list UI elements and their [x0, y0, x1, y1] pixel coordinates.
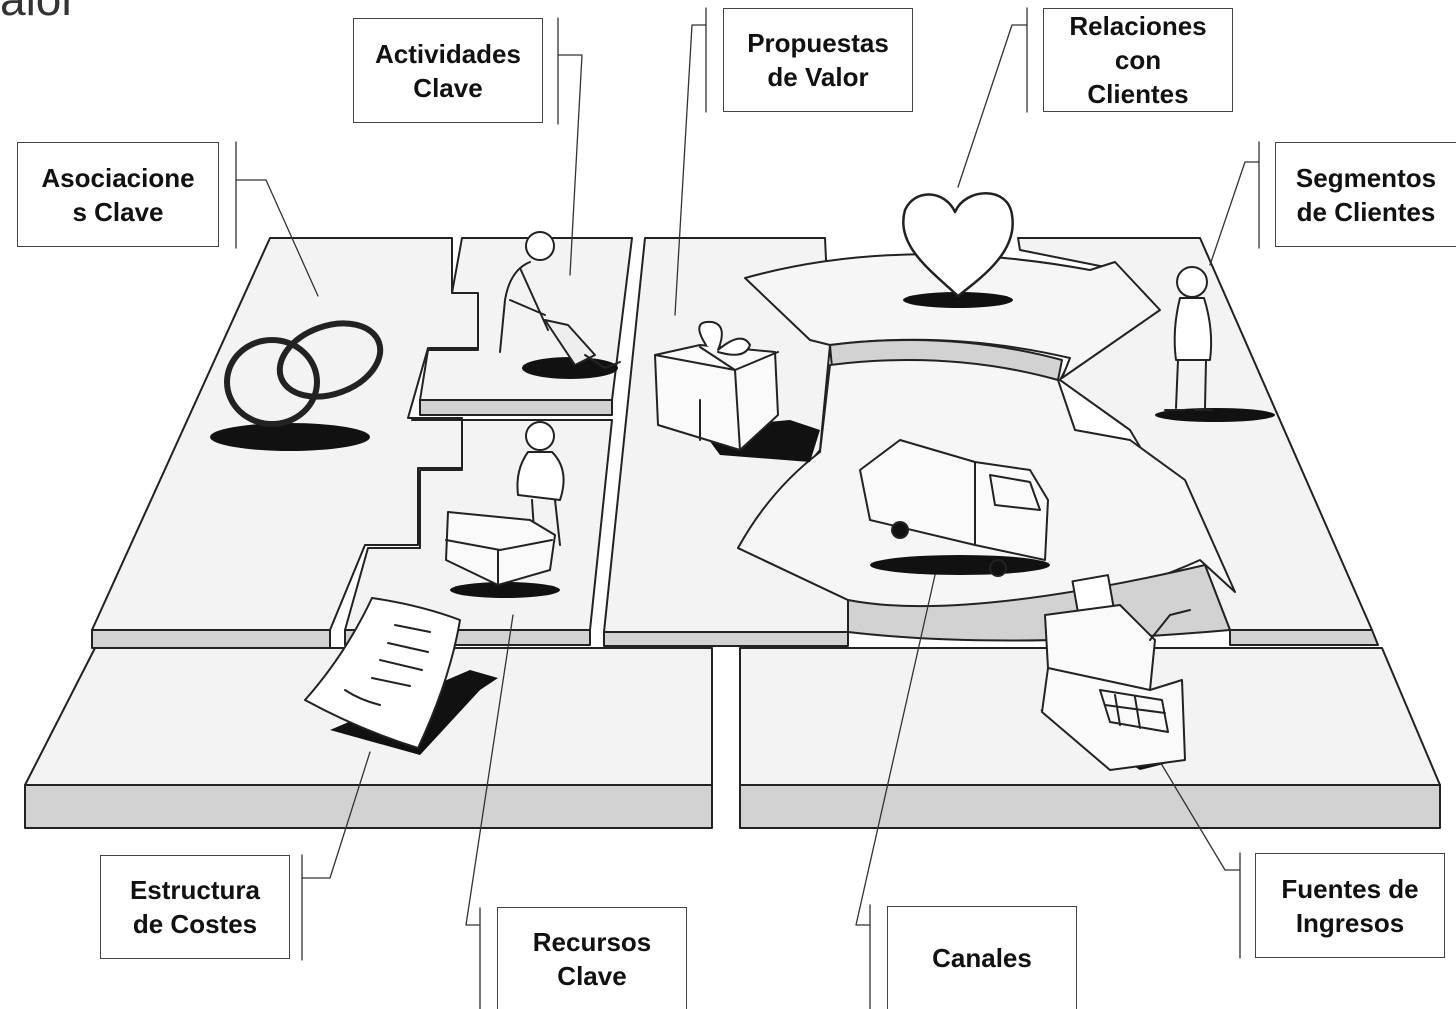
digging-person-icon	[499, 231, 621, 379]
customer-relationships-label: Relaciones con Clientes	[1043, 8, 1233, 112]
person-with-box-icon	[445, 421, 565, 598]
truck-icon	[859, 439, 1050, 577]
value-propositions-label: Propuestas de Valor	[723, 8, 913, 112]
gift-icon	[654, 320, 820, 462]
cash-register-icon	[1040, 574, 1191, 771]
revenue-streams-label: Fuentes de Ingresos	[1255, 853, 1445, 958]
key-partners-label: Asociacione s Clave	[17, 142, 219, 247]
customer-relationships-arrow	[744, 253, 1161, 381]
key-activities-label: Actividades Clave	[353, 18, 543, 123]
cost-structure-label: Estructura de Costes	[100, 855, 290, 959]
heart-icon	[902, 192, 1014, 308]
channels-label: Canales	[887, 906, 1077, 1009]
customer-segments-label: Segmentos de Clientes	[1275, 142, 1456, 247]
heading-fragment: alor	[0, 0, 77, 26]
leader-lines	[235, 7, 1260, 1009]
rings-icon	[210, 320, 384, 451]
key-resources-label: Recursos Clave	[497, 907, 687, 1009]
receipt-icon	[304, 597, 498, 755]
person-standing-icon	[1155, 266, 1275, 422]
